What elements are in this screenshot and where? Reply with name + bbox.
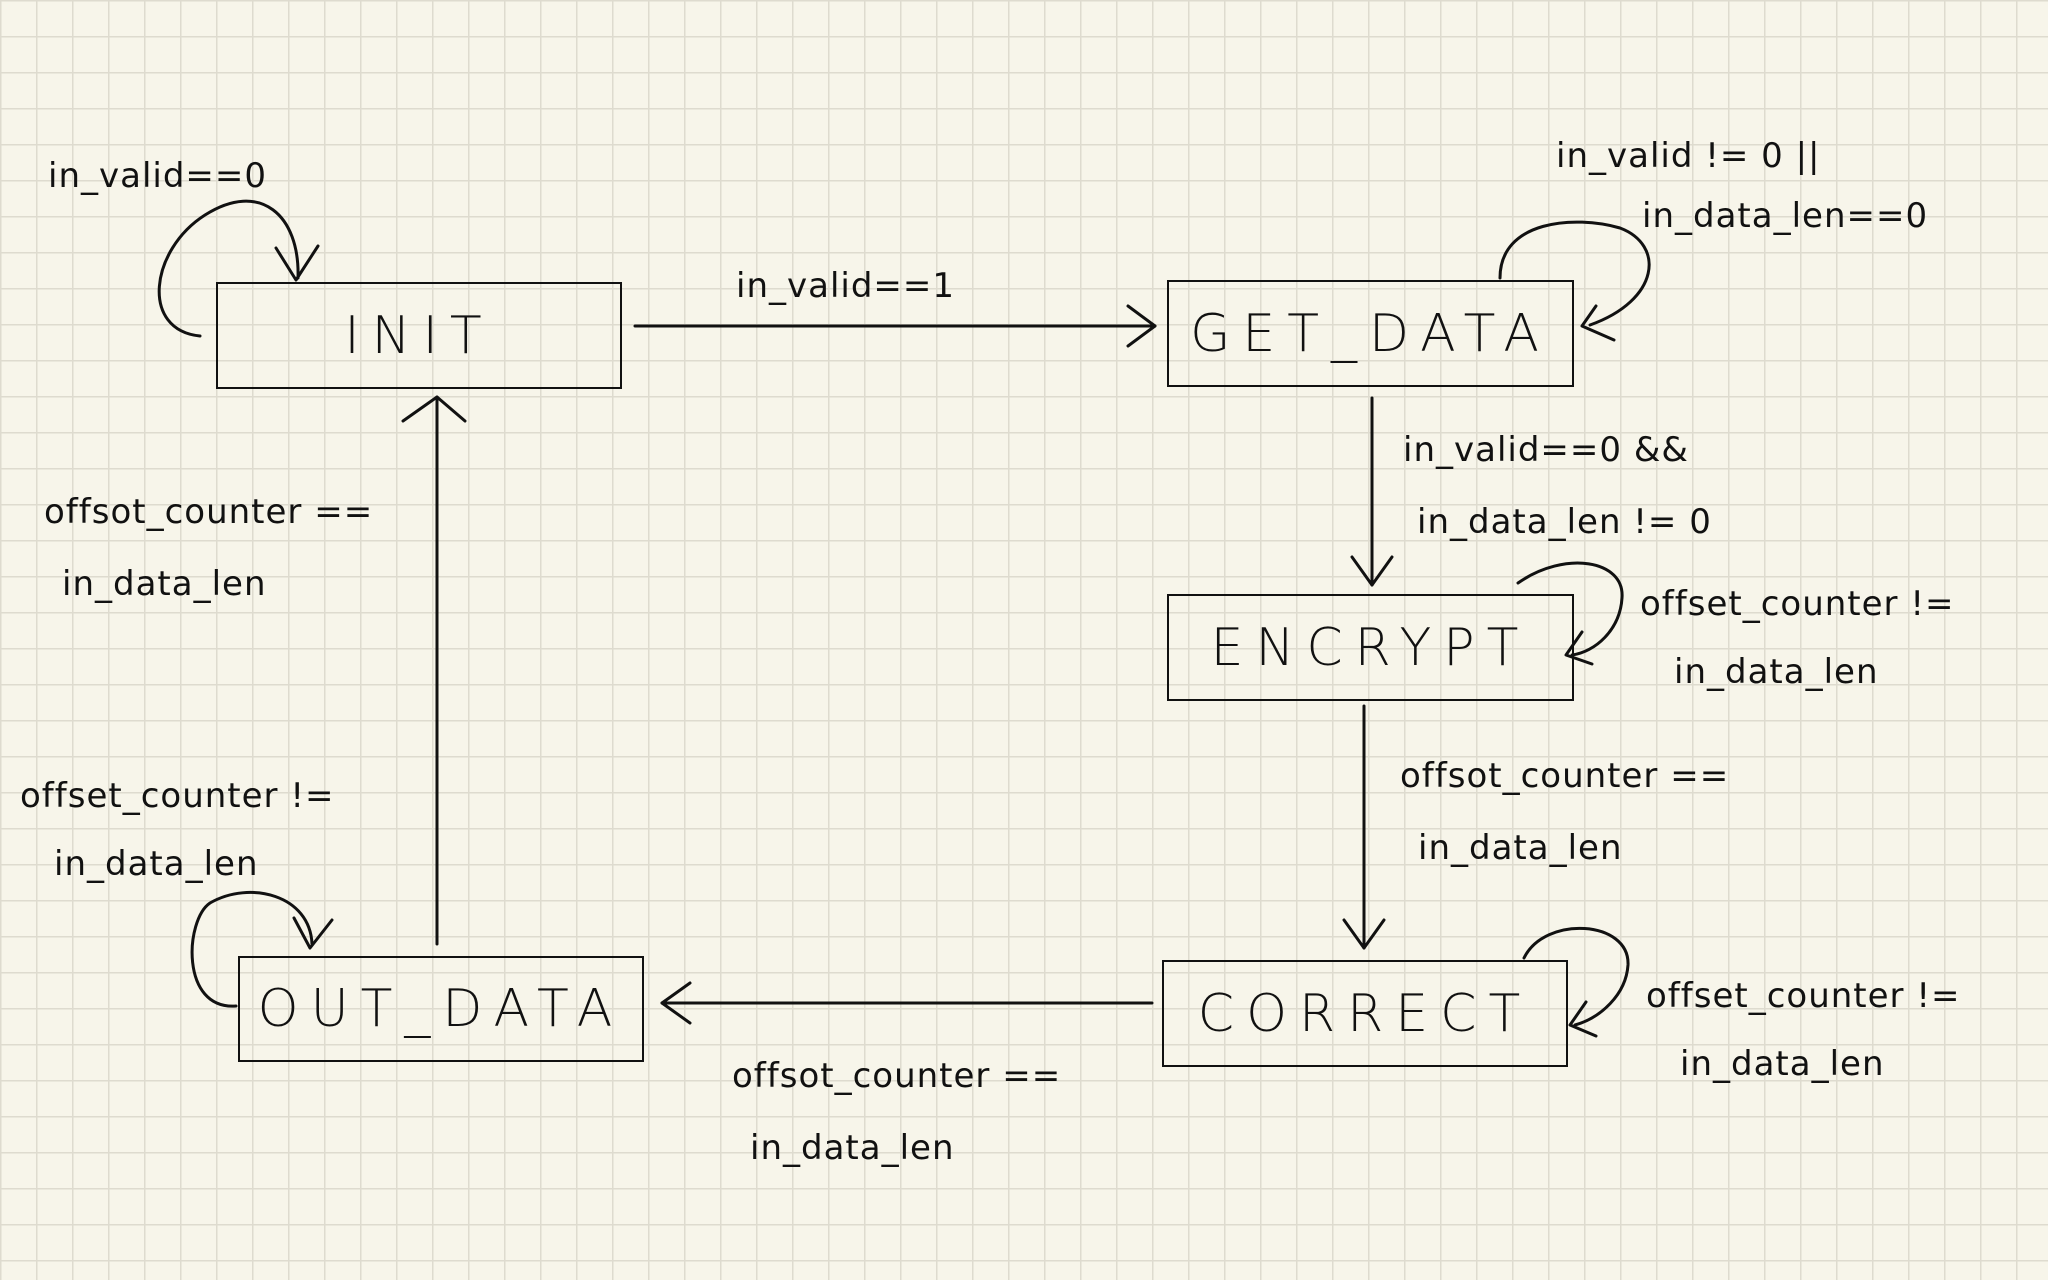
arrow-correct-to-out-data [660, 981, 1154, 1025]
self-loop-correct [1522, 927, 1630, 1038]
label-out-data-self-line-1: offset_counter != [20, 776, 335, 816]
label-correct-to-out-data-line-1: offsot_counter == [732, 1056, 1062, 1096]
label-get-data-to-encrypt-line-2: in_data_len != 0 [1417, 502, 1712, 542]
label-correct-self-line-2: in_data_len [1680, 1044, 1885, 1084]
label-get-data-to-encrypt: in_valid==0 && in_data_len != 0 [1403, 414, 1712, 558]
label-get-data-self-line-1: in_valid != 0 || [1556, 136, 1821, 176]
label-correct-self: offset_counter != in_data_len [1646, 960, 1960, 1100]
state-init: INIT [216, 282, 622, 389]
arrow-out-data-to-init [401, 395, 467, 946]
label-encrypt-self-line-1: offset_counter != [1640, 584, 1955, 624]
label-out-data-to-init-line-1: offsot_counter == [44, 492, 374, 532]
label-correct-self-line-1: offset_counter != [1646, 976, 1961, 1016]
label-out-data-to-init-line-2: in_data_len [62, 564, 267, 604]
label-encrypt-to-correct: offsot_counter == in_data_len [1400, 740, 1729, 884]
state-out-data: OUT_DATA [238, 956, 644, 1062]
label-init-self-line-1: in_valid==0 [48, 156, 268, 196]
label-correct-to-out-data: offsot_counter == in_data_len [732, 1040, 1061, 1184]
label-out-data-to-init: offsot_counter == in_data_len [44, 476, 373, 620]
label-get-data-self: in_valid != 0 || in_data_len==0 [1556, 120, 1928, 252]
label-encrypt-to-correct-line-2: in_data_len [1418, 828, 1623, 868]
self-loop-get-data [1498, 220, 1651, 342]
label-correct-to-out-data-line-2: in_data_len [750, 1128, 955, 1168]
label-init-to-get-data-line-1: in_valid==1 [736, 266, 956, 306]
self-loop-out-data [190, 890, 334, 1008]
state-encrypt: ENCRYPT [1167, 594, 1574, 701]
label-init-self: in_valid==0 [48, 140, 267, 212]
arrow-init-to-get-data [633, 304, 1157, 348]
label-out-data-self-line-2: in_data_len [54, 844, 259, 884]
state-get-data: GET_DATA [1167, 280, 1574, 387]
arrow-encrypt-to-correct [1342, 704, 1386, 950]
label-encrypt-to-correct-line-1: offsot_counter == [1400, 756, 1730, 796]
state-correct: CORRECT [1162, 960, 1568, 1067]
self-loop-init [157, 199, 320, 338]
label-encrypt-self-line-2: in_data_len [1674, 652, 1879, 692]
label-out-data-self: offset_counter != in_data_len [20, 760, 334, 900]
label-get-data-self-line-2: in_data_len==0 [1642, 196, 1929, 236]
arrow-get-data-to-encrypt [1350, 396, 1394, 587]
self-loop-encrypt [1516, 561, 1624, 666]
label-init-to-get-data: in_valid==1 [736, 250, 955, 322]
label-encrypt-self: offset_counter != in_data_len [1640, 568, 1954, 708]
label-get-data-to-encrypt-line-1: in_valid==0 && [1403, 430, 1689, 470]
